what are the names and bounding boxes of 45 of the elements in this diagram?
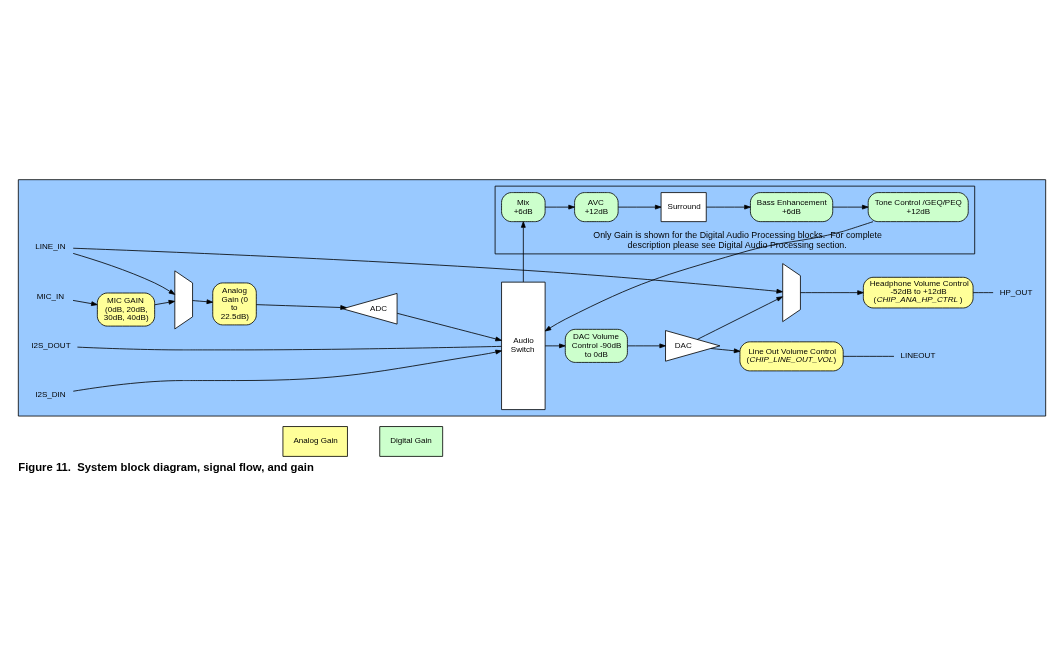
cluster xyxy=(17,178,1047,416)
arrow xyxy=(396,312,502,341)
arrow xyxy=(72,299,98,306)
node-box: DAC Volume Control -90dB to 0dB xyxy=(564,328,628,363)
arrow xyxy=(627,343,666,348)
arrow xyxy=(72,252,176,295)
node-box: Surround xyxy=(660,191,707,222)
arrow xyxy=(256,303,347,310)
arrow xyxy=(544,204,575,209)
node-box: Audio Switch xyxy=(501,281,546,410)
arrow xyxy=(832,204,869,209)
arrow xyxy=(706,204,751,209)
arrow xyxy=(800,289,864,295)
node-text: HP_OUT xyxy=(999,287,1033,297)
node-box: Mix +6dB xyxy=(501,191,546,222)
node-text: MIC_IN xyxy=(36,291,65,301)
arrow xyxy=(520,220,526,282)
caption: Figure 11. System block diagram, signal flow, and gain xyxy=(18,460,314,473)
node-trapezium xyxy=(174,269,193,329)
legend-label: Digital Gain xyxy=(390,435,432,445)
arrow xyxy=(192,298,214,304)
node-box: Line Out Volume Control (CHIP_LINE_OUT_VOL) xyxy=(739,340,844,371)
arrow xyxy=(544,220,874,331)
arrow xyxy=(154,299,176,305)
node-box: MIC GAIN (0dB, 20dB, 30dB, 40dB) xyxy=(96,292,156,326)
node-box: Headphone Volume Control -52dB to +12dB (CHIP_ANA_HP_CTRL) xyxy=(862,276,974,308)
arrow xyxy=(617,204,662,209)
node-box: Tone Control /GEQ/PEQ +12dB xyxy=(867,191,969,222)
arrow xyxy=(72,247,783,294)
node-text: LINEOUT xyxy=(900,350,936,360)
node-text: LINE_IN xyxy=(35,241,66,251)
arrow xyxy=(544,343,566,348)
arrow xyxy=(710,347,741,353)
arrow xyxy=(696,295,783,340)
legend-label: Analog Gain xyxy=(293,435,338,445)
node-box: AVC +12dB xyxy=(574,191,619,222)
node-text: I2S_DOUT xyxy=(31,340,71,350)
connector xyxy=(77,345,502,350)
connector xyxy=(842,355,895,357)
node-text: I2S_DIN xyxy=(35,389,66,399)
connector xyxy=(972,291,994,293)
arrow xyxy=(72,349,502,392)
node-trapezium xyxy=(782,262,801,322)
node-box: Analog Gain (0 to 22.5dB) xyxy=(212,282,257,325)
node-box: Bass Enhancement +6dB xyxy=(750,191,834,222)
